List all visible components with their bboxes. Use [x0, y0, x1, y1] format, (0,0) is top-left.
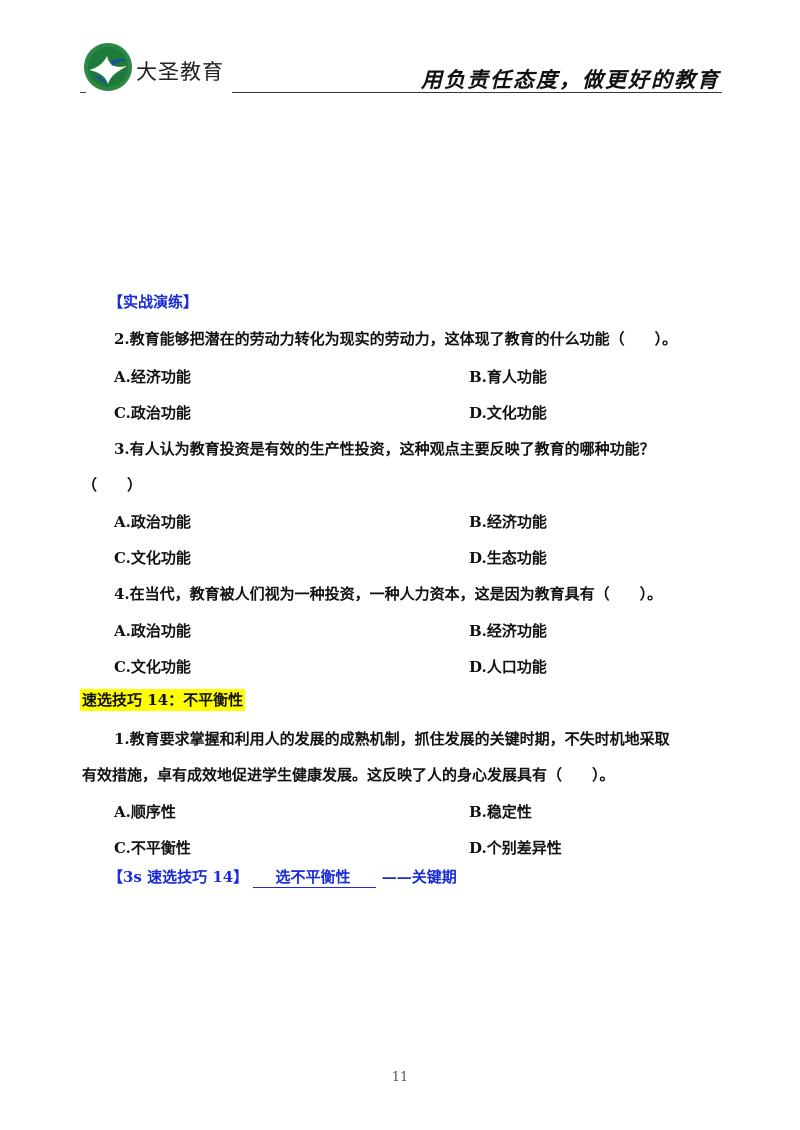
- tip-summary-answer: 选不平衡性: [253, 866, 377, 888]
- tip-summary-keyword: ——关键期: [381, 868, 457, 886]
- option-d: D.文化功能: [469, 404, 547, 422]
- header-rule-left: [80, 92, 86, 93]
- swallow-logo-icon: [84, 43, 132, 91]
- option-a: A.政治功能: [114, 622, 191, 640]
- option-b: B.经济功能: [469, 513, 547, 531]
- option-d: D.人口功能: [469, 658, 547, 676]
- tip-title-highlight: 速选技巧 14：不平衡性: [80, 689, 246, 711]
- page-number: 11: [391, 1070, 409, 1085]
- header-rule: [232, 92, 722, 93]
- tip-title: 速选技巧 14：不平衡性: [80, 689, 246, 711]
- option-c: C.文化功能: [114, 658, 191, 676]
- option-a: A.顺序性: [114, 803, 176, 821]
- question-stem: 4.在当代，教育被人们视为一种投资，一种人力资本，这是因为教育具有（ ）。: [114, 585, 663, 603]
- option-b: B.育人功能: [469, 368, 547, 386]
- option-c: C.政治功能: [114, 404, 191, 422]
- option-b: B.经济功能: [469, 622, 547, 640]
- question-stem: 3.有人认为教育投资是有效的生产性投资，这种观点主要反映了教育的哪种功能？: [114, 440, 655, 458]
- option-d: D.生态功能: [469, 549, 547, 567]
- option-d: D.个别差异性: [469, 839, 562, 857]
- section-title: 【实战演练】: [108, 293, 199, 311]
- page-header: 大圣教育 用负责任态度，做更好的教育: [0, 0, 800, 100]
- option-c: C.不平衡性: [114, 839, 191, 857]
- tip-summary-label: 【3s 速选技巧 14】: [108, 868, 249, 886]
- tip-summary: 【3s 速选技巧 14】 选不平衡性 ——关键期: [108, 866, 457, 888]
- header-slogan: 用负责任态度，做更好的教育: [421, 67, 720, 92]
- brand-name: 大圣教育: [136, 60, 224, 84]
- option-a: A.经济功能: [114, 368, 191, 386]
- question-stem-continued: 有效措施，卓有成效地促进学生健康发展。这反映了人的身心发展具有（ ）。: [82, 766, 615, 784]
- question-stem: 2.教育能够把潜在的劳动力转化为现实的劳动力，这体现了教育的什么功能（ ）。: [114, 330, 678, 348]
- option-b: B.稳定性: [469, 803, 532, 821]
- question-stem: 1.教育要求掌握和利用人的发展的成熟机制，抓住发展的关键时期，不失时机地采取: [114, 730, 670, 748]
- option-a: A.政治功能: [114, 513, 191, 531]
- question-stem-continued: （ ）: [82, 476, 143, 494]
- option-c: C.文化功能: [114, 549, 191, 567]
